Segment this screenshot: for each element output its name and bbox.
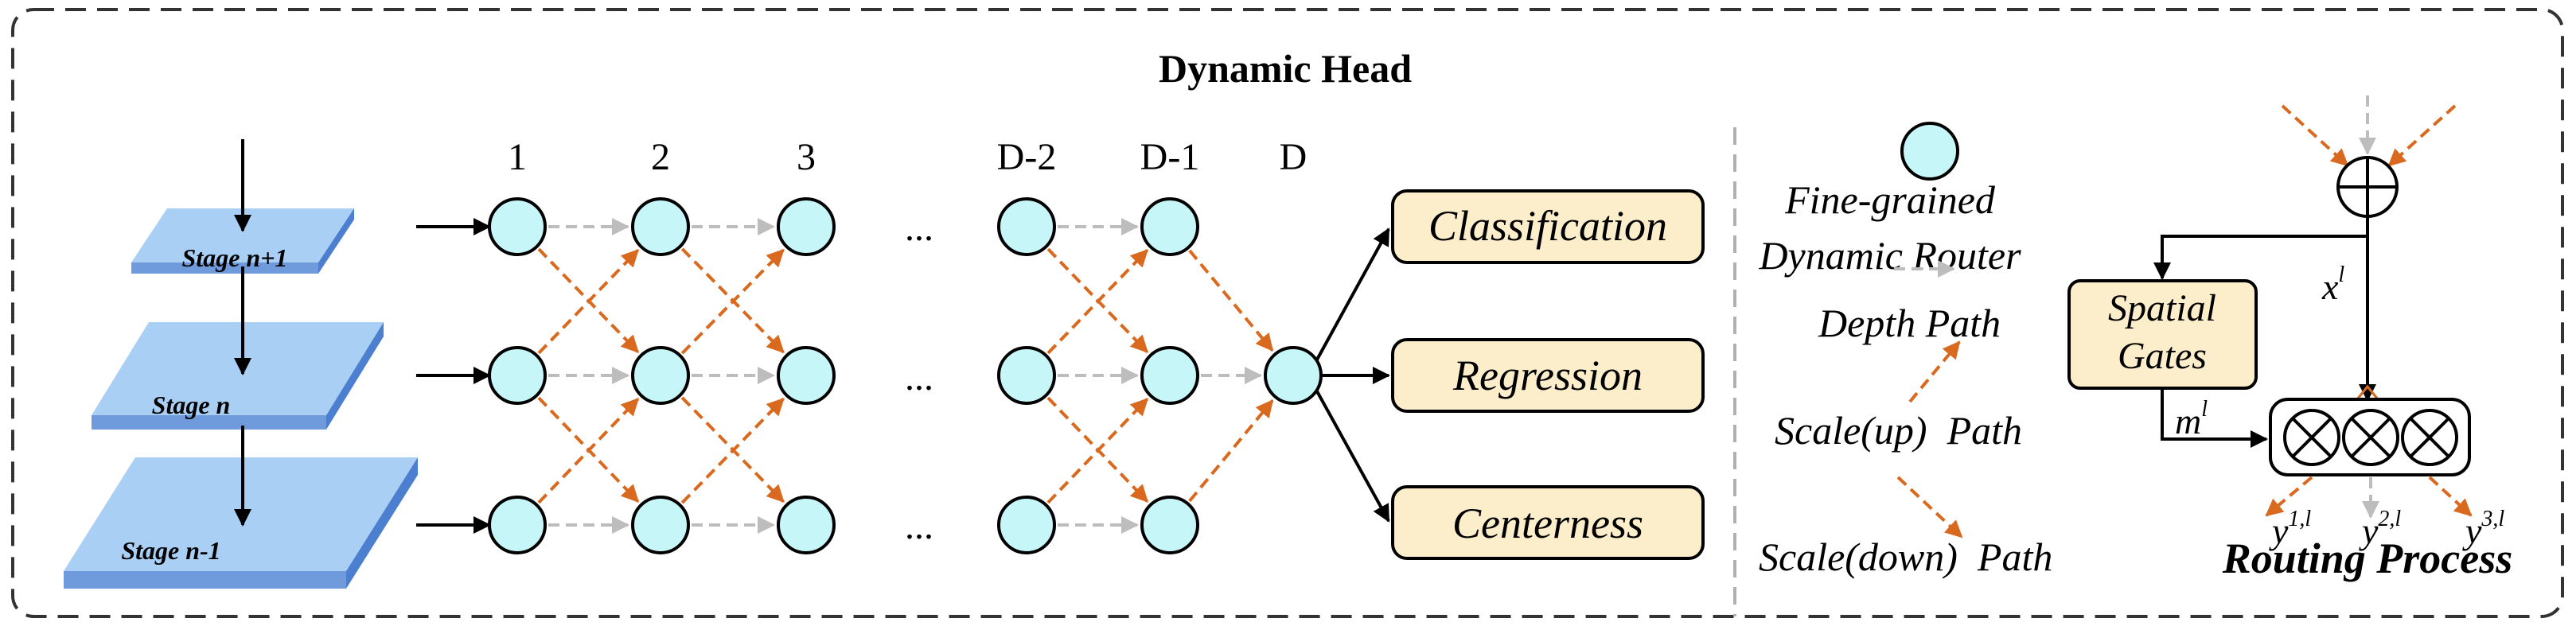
- diagram-title: Dynamic Head: [1159, 46, 1412, 91]
- scale-up-path-arrow: [537, 249, 640, 355]
- column-label: D: [1280, 136, 1307, 178]
- legend-depth-label: Depth Path: [1818, 301, 2001, 345]
- router-node: [488, 346, 547, 405]
- routing-caption: Routing Process: [2222, 535, 2513, 582]
- router-nodes: [488, 197, 1323, 554]
- stage-n-minus-1: Stage n-1: [64, 457, 418, 589]
- output-arrow: [1315, 227, 1390, 360]
- column-label: 1: [508, 136, 527, 178]
- stage-n-plus-1: Stage n+1: [131, 208, 354, 274]
- scale-up-path-arrow: [680, 397, 785, 504]
- output-regression: Regression: [1391, 338, 1705, 413]
- scale-up-path-arrow: [1188, 399, 1274, 503]
- routing-out-right: [2428, 476, 2473, 517]
- scale-up-path-arrow: [1046, 249, 1149, 355]
- router-node: [1140, 496, 1199, 554]
- stage-label: Stage n+1: [182, 243, 288, 272]
- legend-scale-down-label: Scale(down) Path: [1759, 535, 2052, 579]
- routing-output-y3: y3,l: [2462, 507, 2504, 551]
- router-node: [997, 197, 1056, 256]
- m-path-line: [2161, 388, 2268, 448]
- routing-in-right: [2387, 104, 2457, 167]
- stage-label: Stage n: [152, 391, 231, 419]
- gates-line1: Spatial: [2108, 287, 2216, 329]
- output-classification: Classification: [1391, 189, 1705, 264]
- m-label: ml: [2175, 397, 2208, 441]
- scale-up-path-arrow: [537, 398, 640, 504]
- router-node: [1264, 346, 1323, 405]
- output-label: Regression: [1452, 352, 1643, 399]
- router-node: [997, 346, 1056, 405]
- router-node: [631, 496, 690, 554]
- legend-scale-up-label: Scale(up) Path: [1775, 408, 2022, 453]
- legend-scale-down-arrow: [1896, 476, 1963, 539]
- scale-up-path-arrow: [680, 248, 785, 355]
- column-label: 2: [651, 136, 670, 178]
- spatial-gates-box: Spatial Gates: [2067, 279, 2258, 390]
- legend-router-line2: Dynamic Router: [1758, 233, 2021, 278]
- router-node: [777, 496, 836, 554]
- multiply-node: [2342, 409, 2399, 466]
- sum-node: [2336, 156, 2399, 218]
- routing-in-left: [2281, 104, 2349, 167]
- stage-n: Stage n: [92, 322, 384, 430]
- legend-scale-up-arrow: [1908, 340, 1961, 403]
- output-label: Classification: [1428, 202, 1667, 250]
- column-label: 3: [797, 136, 816, 178]
- router-node: [631, 197, 690, 256]
- routing-out-left: [2265, 476, 2313, 517]
- ellipsis: ...: [905, 505, 933, 547]
- routing-output-y2: y2,l: [2359, 507, 2401, 551]
- gates-branch-line: [2153, 235, 2368, 280]
- x-label: xl: [2321, 262, 2344, 307]
- gates-line2: Gates: [2118, 335, 2207, 377]
- router-node: [488, 197, 547, 256]
- router-node: [1140, 197, 1199, 256]
- column-label: D-1: [1140, 136, 1200, 178]
- ellipsis: ...: [905, 207, 933, 249]
- router-node: [488, 496, 547, 554]
- router-node: [1140, 346, 1199, 405]
- output-centerness: Centerness: [1391, 485, 1705, 560]
- legend-router-line1: Fine-grained: [1784, 177, 1996, 222]
- multiplier-top-caret: [2356, 384, 2379, 400]
- router-node: [631, 346, 690, 405]
- multiply-node: [2283, 409, 2340, 466]
- router-edges: [537, 218, 1274, 534]
- scale-down-path-arrow: [1188, 249, 1274, 352]
- legend-router-node: [1900, 122, 1959, 181]
- stage-label: Stage n-1: [121, 536, 220, 565]
- scale-up-path-arrow: [1046, 398, 1149, 504]
- multiply-node: [2401, 409, 2458, 466]
- router-node: [777, 197, 836, 256]
- output-arrow: [1315, 391, 1390, 523]
- output-label: Centerness: [1452, 500, 1643, 547]
- router-node: [997, 496, 1056, 554]
- routing-output-y1: y1,l: [2269, 507, 2311, 551]
- multiplier-group: [2269, 398, 2471, 476]
- router-node: [777, 346, 836, 405]
- ellipsis: ...: [905, 356, 933, 399]
- column-label: D-2: [997, 136, 1057, 178]
- outer-border: [11, 8, 2564, 618]
